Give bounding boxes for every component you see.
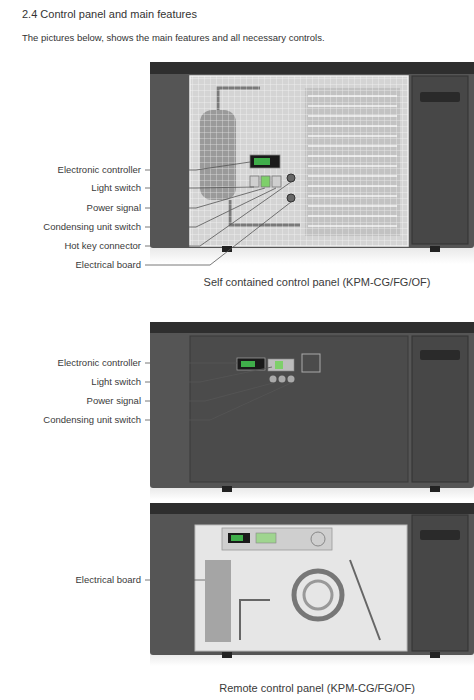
remote-unit-closed [145,322,474,500]
self-contained-unit [145,62,474,265]
part-label: Power signal [0,202,141,213]
part-label: Electronic controller [0,164,141,175]
leader-lines [145,580,205,581]
part-label: Light switch [0,182,141,193]
section-heading: 2.4 Control panel and main features [22,8,462,21]
intro-text: The pictures below, shows the main featu… [22,32,462,43]
part-label: Condensing unit switch [0,221,141,232]
figure-caption: Remote control panel (KPM-CG/FG/OF) [160,682,474,695]
leader-lines [145,363,291,420]
figure-caption: Self contained control panel (KPM-CG/FG/… [160,276,474,289]
part-label: Condensing unit switch [0,414,141,425]
remote-unit-open [145,503,474,666]
part-label: Electronic controller [0,357,141,368]
part-label: Light switch [0,376,141,387]
leader-lines [145,162,291,265]
part-label: Hot key connector [0,240,141,251]
part-label: Electrical board [0,574,141,585]
part-label: Power signal [0,395,141,406]
part-label: Electrical board [0,259,141,270]
